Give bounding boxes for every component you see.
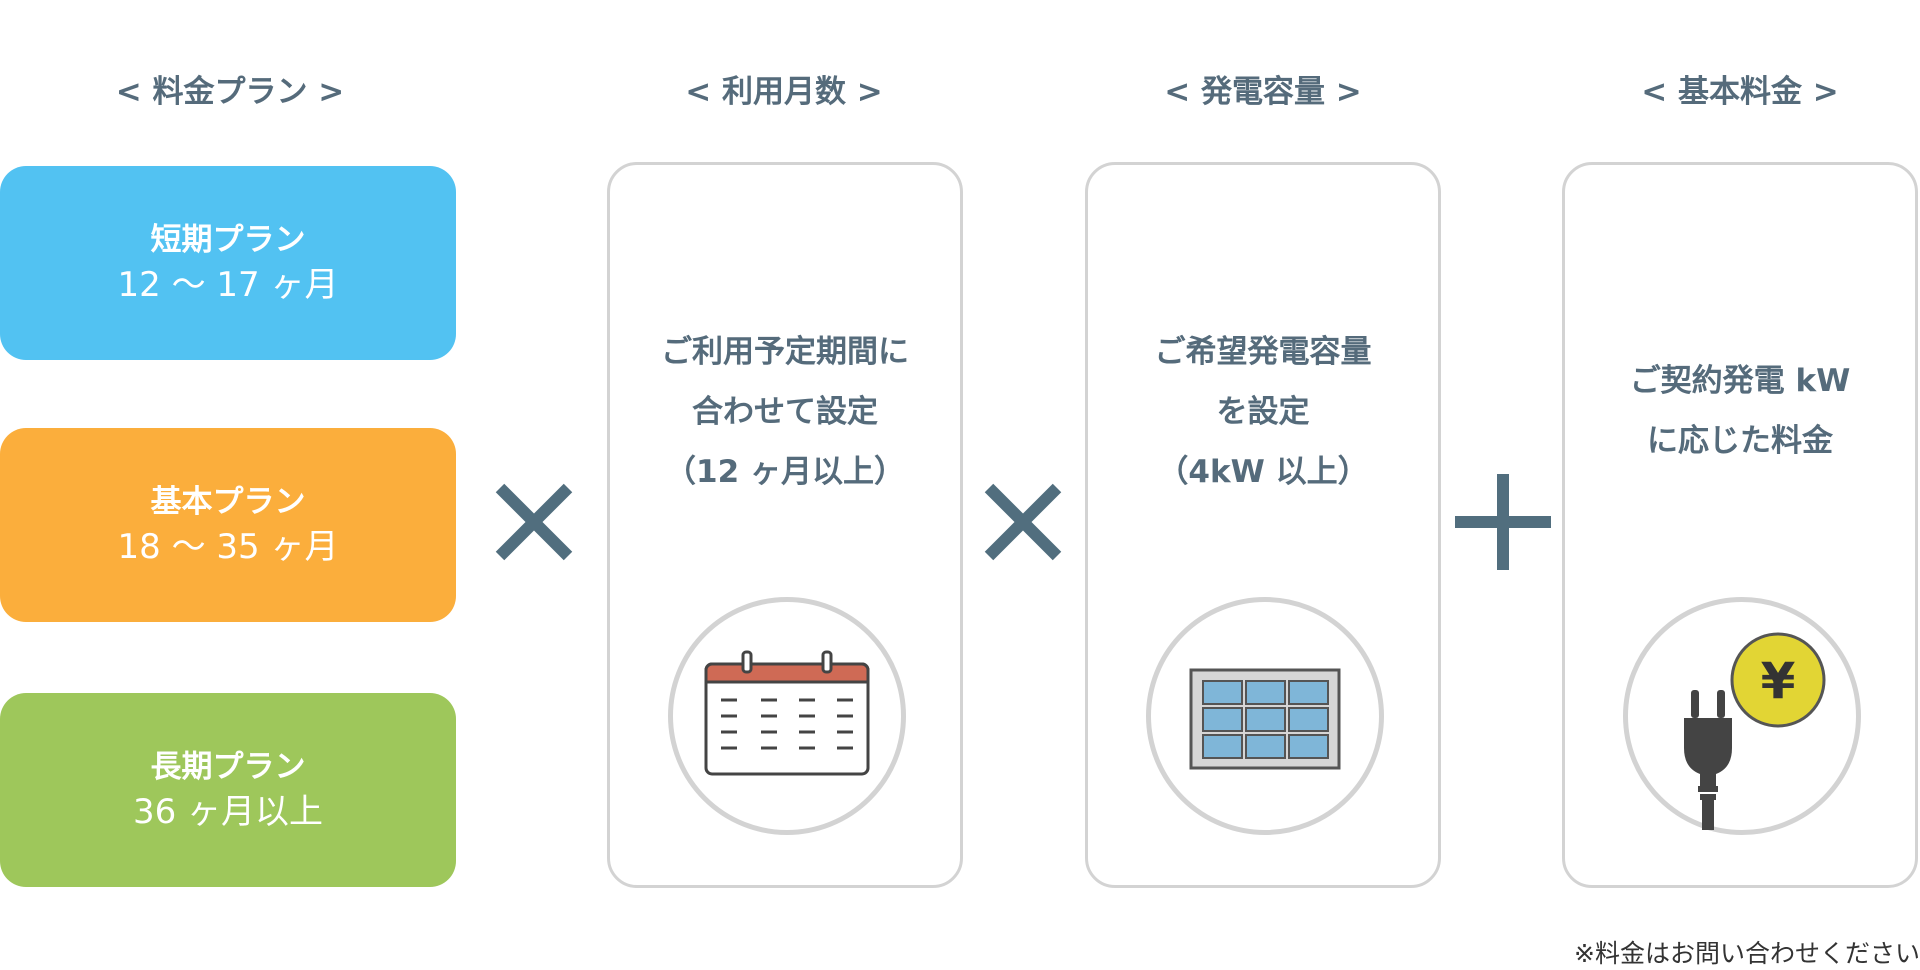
heading-plan: < 料金プラン >: [115, 74, 345, 110]
calendar-circle: [668, 597, 906, 835]
plan-name: 基本プラン: [150, 484, 306, 520]
plan-long: 長期プラン 36 ヶ月以上: [0, 693, 456, 887]
card-line: ご契約発電 kW: [1629, 363, 1851, 399]
card-line: ご希望発電容量: [1154, 334, 1372, 370]
heading-capacity: < 発電容量 >: [1164, 74, 1362, 110]
plan-short: 短期プラン 12 〜 17 ヶ月: [0, 166, 456, 360]
solar-panel-circle: [1146, 597, 1384, 835]
heading-base: < 基本料金 >: [1641, 74, 1839, 110]
plan-term: 36 ヶ月以上: [132, 792, 324, 832]
card-base: ご契約発電 kW に応じた料金 ¥: [1562, 162, 1918, 888]
card-line: に応じた料金: [1647, 423, 1833, 459]
card-base-text: ご契約発電 kW に応じた料金: [1565, 351, 1915, 471]
footnote: ※料金はお問い合わせください: [1574, 939, 1920, 968]
card-capacity: ご希望発電容量 を設定 （4kW 以上）: [1085, 162, 1441, 888]
plug-yen-icon: ¥: [1684, 632, 1826, 830]
card-line: （4kW 以上）: [1157, 454, 1369, 490]
heading-months: < 利用月数 >: [685, 74, 883, 110]
card-line: （12 ヶ月以上）: [665, 454, 905, 490]
solar-panel-icon: [1189, 668, 1341, 770]
card-months-text: ご利用予定期間に 合わせて設定 （12 ヶ月以上）: [610, 322, 960, 502]
plan-name: 短期プラン: [150, 222, 306, 258]
calendar-icon: [704, 650, 870, 776]
multiply-icon: [495, 483, 573, 561]
card-line: を設定: [1216, 394, 1310, 430]
plus-icon: [1455, 474, 1551, 570]
multiply-icon: [984, 483, 1062, 561]
plan-term: 12 〜 17 ヶ月: [117, 265, 339, 305]
yen-symbol: ¥: [1761, 652, 1796, 710]
card-line: 合わせて設定: [692, 394, 878, 430]
card-line: ご利用予定期間に: [661, 334, 909, 370]
plan-basic: 基本プラン 18 〜 35 ヶ月: [0, 428, 456, 622]
card-months: ご利用予定期間に 合わせて設定 （12 ヶ月以上）: [607, 162, 963, 888]
plug-circle: ¥: [1623, 597, 1861, 835]
plan-term: 18 〜 35 ヶ月: [117, 527, 339, 567]
card-capacity-text: ご希望発電容量 を設定 （4kW 以上）: [1088, 322, 1438, 502]
plan-name: 長期プラン: [150, 749, 306, 785]
